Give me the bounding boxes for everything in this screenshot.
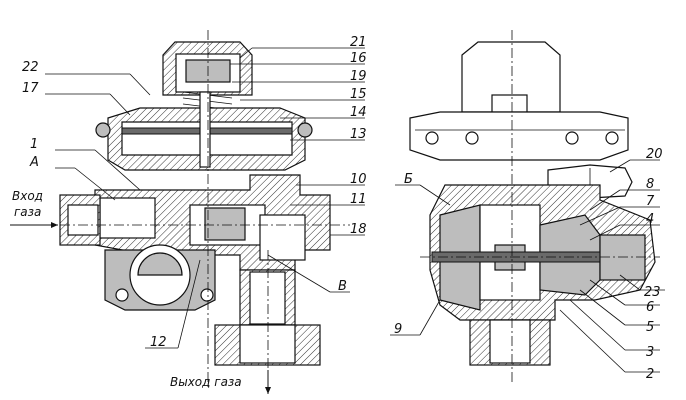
bolt-left: [95, 122, 111, 138]
label-1: 1: [30, 137, 38, 152]
label-6: 6: [646, 300, 654, 315]
label-15: 15: [350, 87, 367, 102]
label-A: А: [29, 155, 39, 170]
left-leaders: [45, 47, 365, 349]
left-section-view: [59, 30, 350, 390]
label-5: 5: [646, 320, 654, 335]
label-14: 14: [350, 105, 367, 120]
outlet-label: Выход газа: [170, 375, 242, 389]
inlet-label-line2: газа: [14, 205, 41, 219]
label-20: 20: [646, 147, 663, 162]
label-13: 13: [350, 127, 367, 142]
label-18: 18: [350, 222, 367, 237]
label-8: 8: [646, 177, 654, 192]
right-leaders: [390, 159, 665, 373]
valve-seat: [204, 207, 246, 241]
label-22: 22: [22, 60, 39, 75]
right-diaphragm-housing: [409, 111, 629, 161]
label-11: 11: [350, 192, 367, 207]
inlet-label-line1: Вход: [12, 189, 43, 203]
label-3: 3: [646, 345, 654, 360]
label-4: 4: [646, 212, 654, 227]
label-21: 21: [350, 35, 367, 50]
label-12: 12: [150, 335, 167, 350]
label-2: 2: [646, 367, 654, 382]
bolt-right: [297, 122, 313, 138]
label-10: 10: [350, 172, 367, 187]
label-Б: Б: [404, 172, 413, 187]
label-16: 16: [350, 51, 367, 66]
label-B: В: [338, 279, 347, 294]
valve-stem: [199, 91, 211, 168]
label-9: 9: [394, 322, 402, 337]
label-17: 17: [22, 81, 39, 96]
label-19: 19: [350, 69, 367, 84]
right-side-view: [409, 30, 660, 385]
label-23: 23: [644, 285, 661, 300]
label-7: 7: [646, 194, 655, 209]
